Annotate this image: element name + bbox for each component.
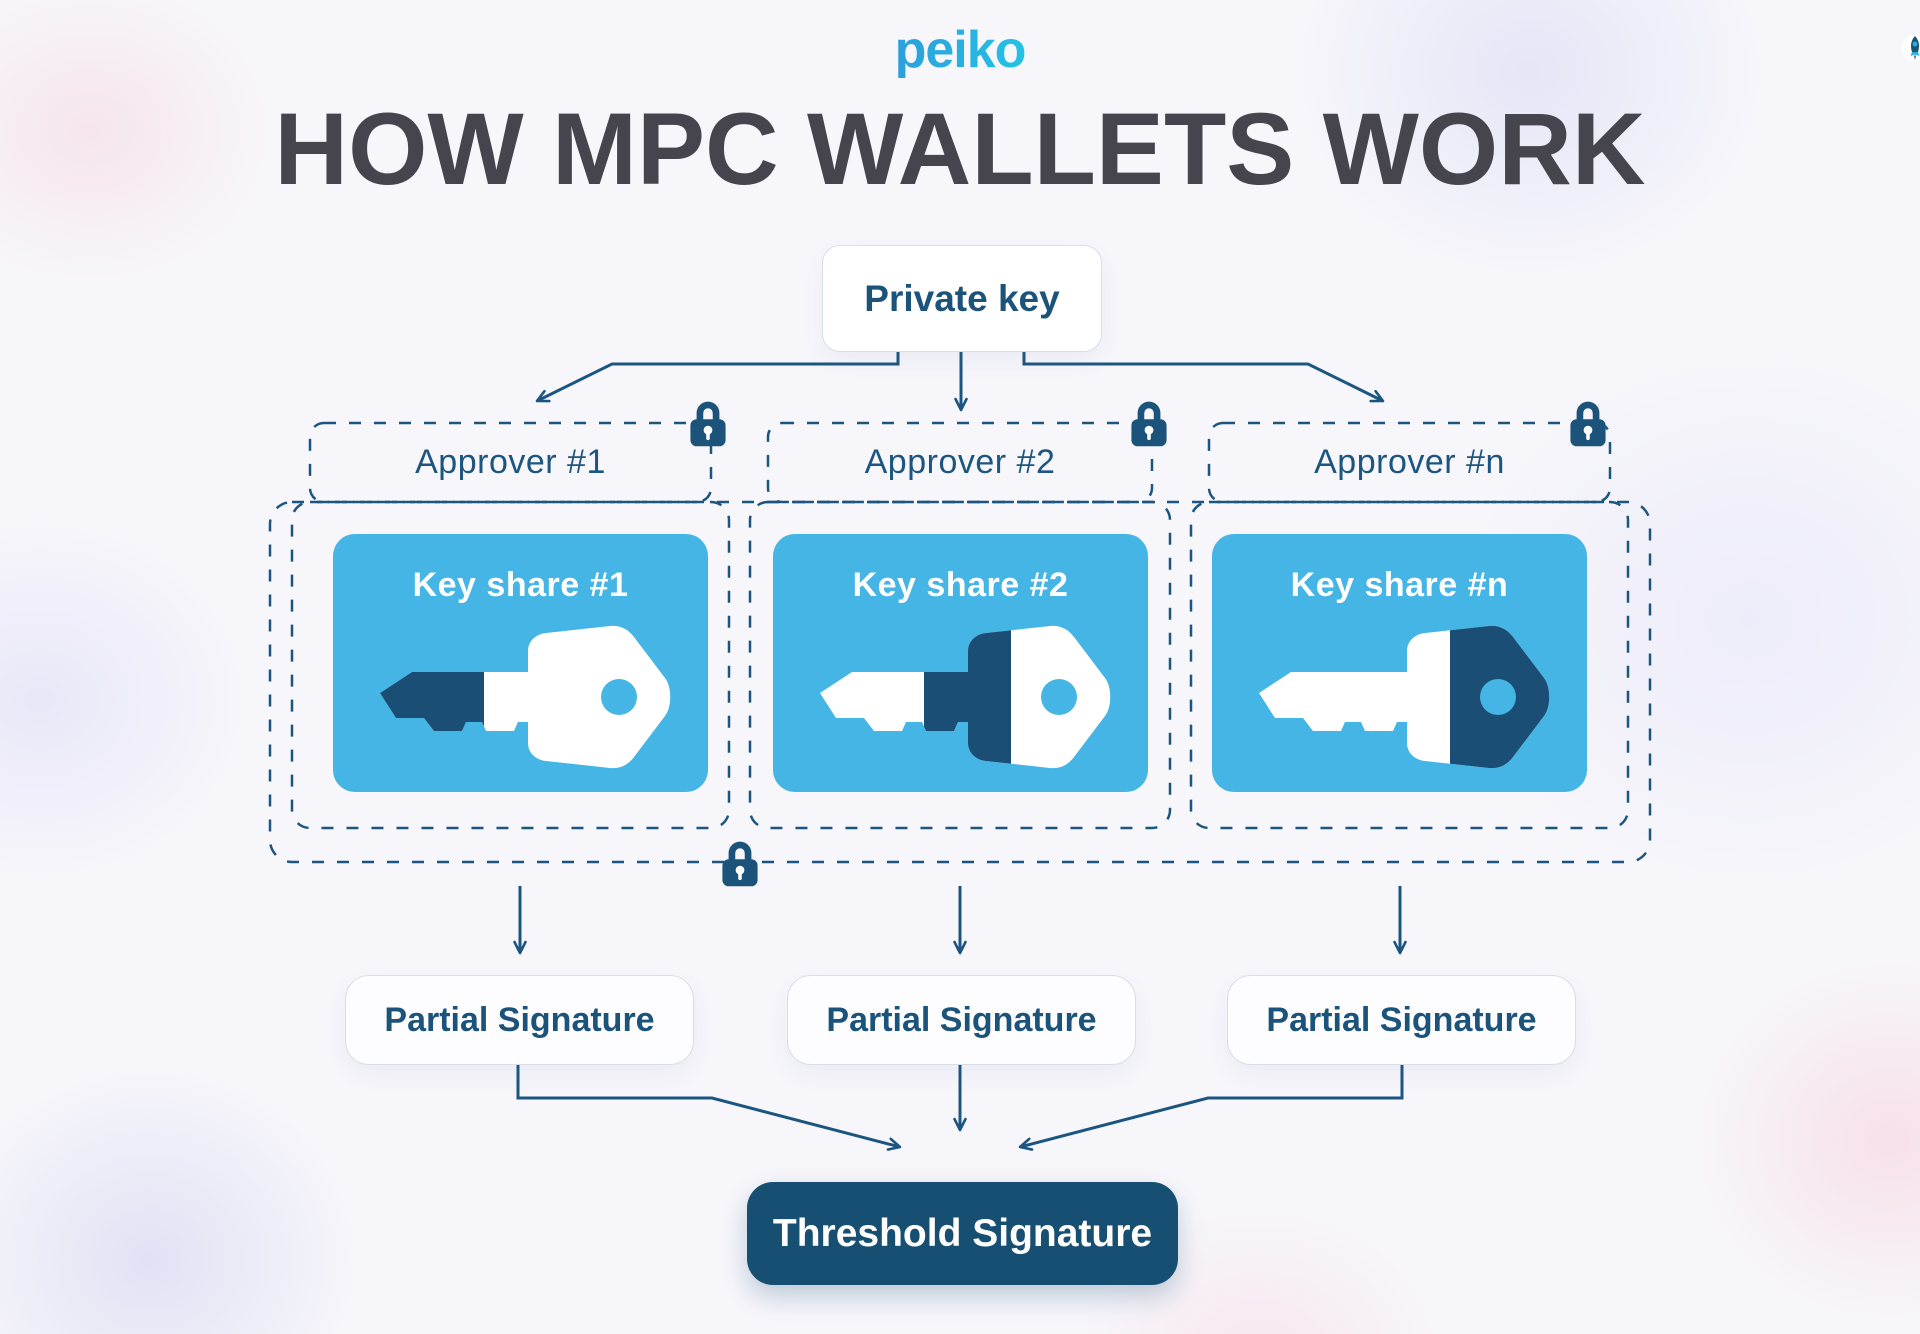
arrow-partial1-to-threshold: [516, 1064, 902, 1151]
key-share-2-label: Key share #2: [852, 566, 1069, 604]
private-key-label: Private key: [864, 277, 1060, 319]
key-share-n-card: Key share #n: [1212, 534, 1587, 792]
arrow-partial3-to-threshold: [1018, 1064, 1404, 1151]
key-icon: [366, 617, 676, 782]
partial-signature-1-label: Partial Signature: [384, 1000, 655, 1039]
partial-signature-1-box: Partial Signature: [345, 975, 694, 1065]
partial-signature-2-box: Partial Signature: [787, 975, 1136, 1065]
mpc-group-dashed-box: [268, 500, 1652, 864]
approver-n-label-box: [1207, 421, 1612, 504]
arrow-privatekey-to-approver-n: [1022, 351, 1385, 403]
arrow-privatekey-to-approver-1: [535, 351, 900, 403]
key-icon: [1245, 617, 1555, 782]
key-share-n-label: Key share #n: [1290, 566, 1509, 604]
approver-2-dashed-box: [748, 500, 1172, 830]
rocket-icon: [1902, 16, 1920, 76]
approver-2-label-box: [766, 421, 1154, 504]
key-share-2-card: Key share #2: [773, 534, 1148, 792]
logo: peiko: [0, 20, 1920, 80]
key-share-1-card: Key share #1: [333, 534, 708, 792]
approver-n-label: Approver #n: [1314, 443, 1505, 481]
page-title: HOW MPC WALLETS WORK: [274, 92, 1646, 206]
partial-signature-3-box: Partial Signature: [1227, 975, 1576, 1065]
threshold-signature-label: Threshold Signature: [772, 1211, 1153, 1255]
key-share-1-label: Key share #1: [412, 566, 629, 604]
approver-1-label: Approver #1: [415, 443, 606, 481]
partial-signature-3-label: Partial Signature: [1266, 1000, 1537, 1039]
approver-2-label: Approver #2: [864, 443, 1056, 481]
logo-text: peiko: [894, 21, 1027, 79]
private-key-box: Private key: [822, 245, 1102, 352]
threshold-signature-box: Threshold Signature: [747, 1182, 1178, 1285]
partial-signature-2-label: Partial Signature: [826, 1000, 1097, 1039]
lock-icon: [722, 845, 757, 886]
key-icon: [806, 617, 1116, 782]
approver-1-label-box: [308, 421, 713, 504]
